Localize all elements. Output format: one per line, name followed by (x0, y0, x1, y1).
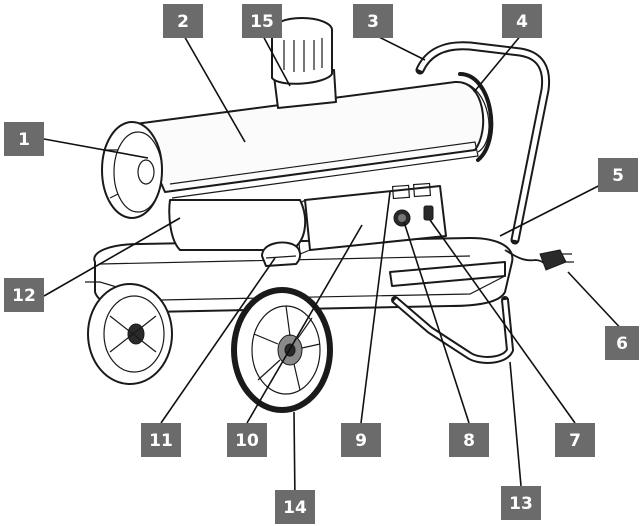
callout-15: 15 (242, 4, 282, 38)
exhaust-connector (271, 17, 337, 109)
callout-9: 9 (341, 423, 381, 457)
display-window (391, 184, 411, 200)
leader-14 (293, 411, 296, 504)
callout-7: 7 (555, 423, 595, 457)
leader-7 (429, 219, 576, 424)
leader-15 (261, 33, 291, 87)
callout-3: 3 (353, 4, 393, 38)
leader-12 (43, 217, 181, 297)
callout-8: 8 (449, 423, 489, 457)
callout-label: 1 (18, 130, 30, 150)
leader-1 (43, 138, 149, 159)
heater-illustration (85, 17, 574, 413)
callout-14: 14 (275, 490, 315, 524)
callout-label: 6 (616, 334, 628, 354)
callout-13: 13 (501, 486, 541, 520)
callout-11: 11 (141, 423, 181, 457)
callout-12: 12 (4, 278, 44, 312)
callout-5: 5 (598, 158, 638, 192)
leader-13 (509, 361, 522, 487)
outlet-ring (458, 72, 494, 162)
leader-6 (567, 271, 627, 335)
leader-2 (182, 33, 246, 143)
callout-2: 2 (163, 4, 203, 38)
callout-label: 12 (12, 286, 36, 306)
callout-label: 3 (367, 12, 379, 32)
callout-label: 2 (177, 12, 189, 32)
callout-label: 7 (569, 431, 581, 451)
callout-label: 8 (463, 431, 475, 451)
callout-label: 5 (612, 166, 624, 186)
callout-6: 6 (605, 326, 639, 360)
plug (539, 249, 567, 271)
front-wheel (231, 287, 333, 413)
leader-9 (360, 191, 391, 424)
control-panel (295, 182, 447, 255)
leader-11 (160, 257, 276, 424)
leader-4 (473, 33, 523, 93)
rear-wheel (87, 283, 173, 385)
callout-1: 1 (4, 122, 44, 156)
callout-label: 4 (516, 12, 528, 32)
power-switch (423, 205, 434, 221)
leader-3 (372, 33, 426, 61)
callout-10: 10 (227, 423, 267, 457)
callout-4: 4 (502, 4, 542, 38)
callout-label: 9 (355, 431, 367, 451)
callout-label: 15 (250, 12, 274, 32)
leader-lines (43, 33, 627, 504)
callout-label: 10 (235, 431, 259, 451)
callout-label: 13 (509, 494, 533, 514)
leader-8 (403, 221, 470, 424)
power-cable (504, 249, 574, 271)
callout-label: 11 (149, 431, 173, 451)
leader-10 (246, 224, 363, 424)
callout-label: 14 (283, 498, 307, 518)
fuel-cap (261, 241, 302, 267)
heater-body (101, 80, 490, 219)
